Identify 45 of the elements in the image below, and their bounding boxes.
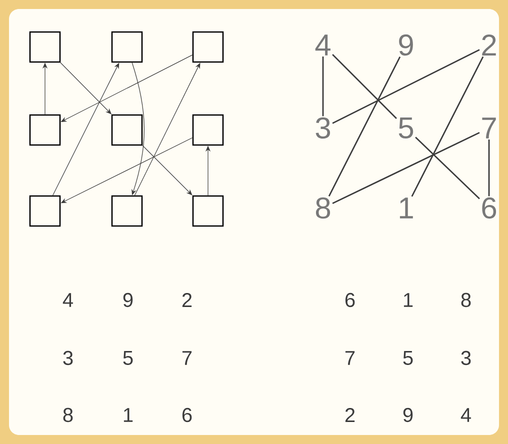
digit: 8 xyxy=(316,197,330,219)
square-box xyxy=(29,195,61,227)
digit: 4 xyxy=(315,34,330,56)
number: 2 xyxy=(345,408,355,422)
line xyxy=(328,56,401,196)
number: 9 xyxy=(123,292,133,308)
square-box xyxy=(111,31,143,63)
line xyxy=(332,54,397,119)
line xyxy=(488,140,490,196)
number: 3 xyxy=(461,350,471,366)
square-box xyxy=(29,114,61,146)
line xyxy=(415,136,480,200)
square-box xyxy=(192,114,224,146)
number: 9 xyxy=(403,408,413,422)
number: 5 xyxy=(123,351,133,365)
number: 7 xyxy=(182,351,192,365)
number: 8 xyxy=(461,292,471,308)
digit: 6 xyxy=(482,197,496,219)
digit: 3 xyxy=(316,117,330,139)
square-box xyxy=(111,195,143,227)
square-box xyxy=(29,31,61,63)
number: 6 xyxy=(182,408,192,422)
digit: 2 xyxy=(482,34,496,56)
digit: 1 xyxy=(400,198,413,218)
number: 7 xyxy=(345,351,355,365)
number: 1 xyxy=(124,408,133,422)
number: 6 xyxy=(345,292,355,308)
square-box xyxy=(192,31,224,63)
number: 4 xyxy=(62,293,73,307)
number: 5 xyxy=(403,351,413,365)
line xyxy=(332,49,480,124)
line xyxy=(411,56,484,197)
digit: 7 xyxy=(482,118,496,138)
number: 2 xyxy=(182,293,192,307)
digit: 9 xyxy=(399,34,413,56)
line xyxy=(332,132,480,204)
number: 1 xyxy=(404,293,413,307)
number: 3 xyxy=(63,350,73,366)
square-box xyxy=(192,195,224,227)
line xyxy=(322,56,324,116)
number: 8 xyxy=(63,408,73,422)
number: 4 xyxy=(460,408,471,422)
digit: 5 xyxy=(398,118,414,138)
square-box xyxy=(111,114,143,146)
arrow xyxy=(142,145,192,196)
